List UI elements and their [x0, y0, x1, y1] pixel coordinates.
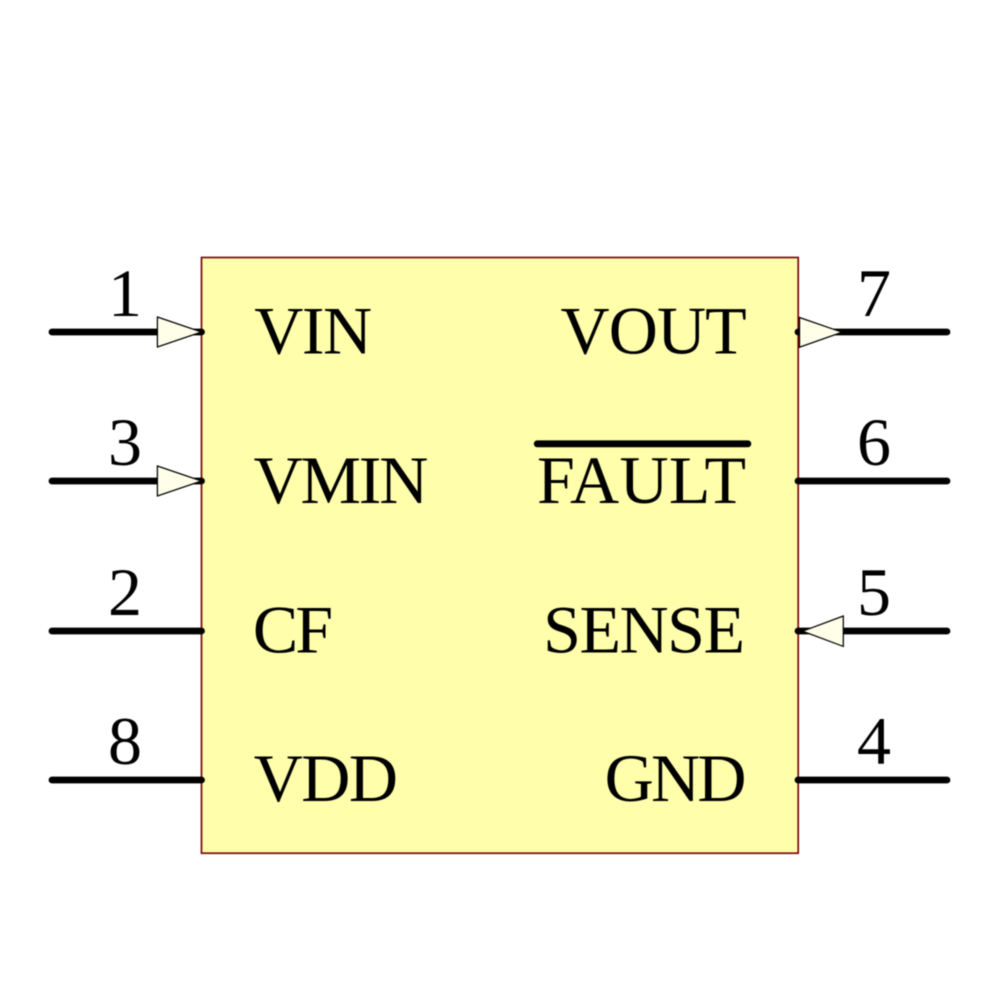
svg-text:3: 3: [108, 404, 142, 480]
svg-text:2: 2: [108, 554, 142, 630]
svg-text:6: 6: [857, 404, 891, 480]
svg-text:VDD: VDD: [254, 740, 397, 816]
svg-text:VIN: VIN: [254, 292, 371, 368]
svg-text:CF: CF: [253, 591, 331, 667]
svg-text:4: 4: [857, 703, 891, 779]
svg-text:FAULT: FAULT: [537, 442, 746, 518]
svg-text:GND: GND: [605, 740, 745, 816]
svg-text:5: 5: [857, 554, 891, 630]
svg-text:1: 1: [108, 255, 142, 331]
svg-text:VMIN: VMIN: [254, 442, 428, 518]
svg-text:VOUT: VOUT: [561, 292, 747, 368]
svg-text:8: 8: [108, 703, 142, 779]
svg-text:SENSE: SENSE: [543, 591, 743, 667]
svg-text:7: 7: [857, 255, 891, 331]
